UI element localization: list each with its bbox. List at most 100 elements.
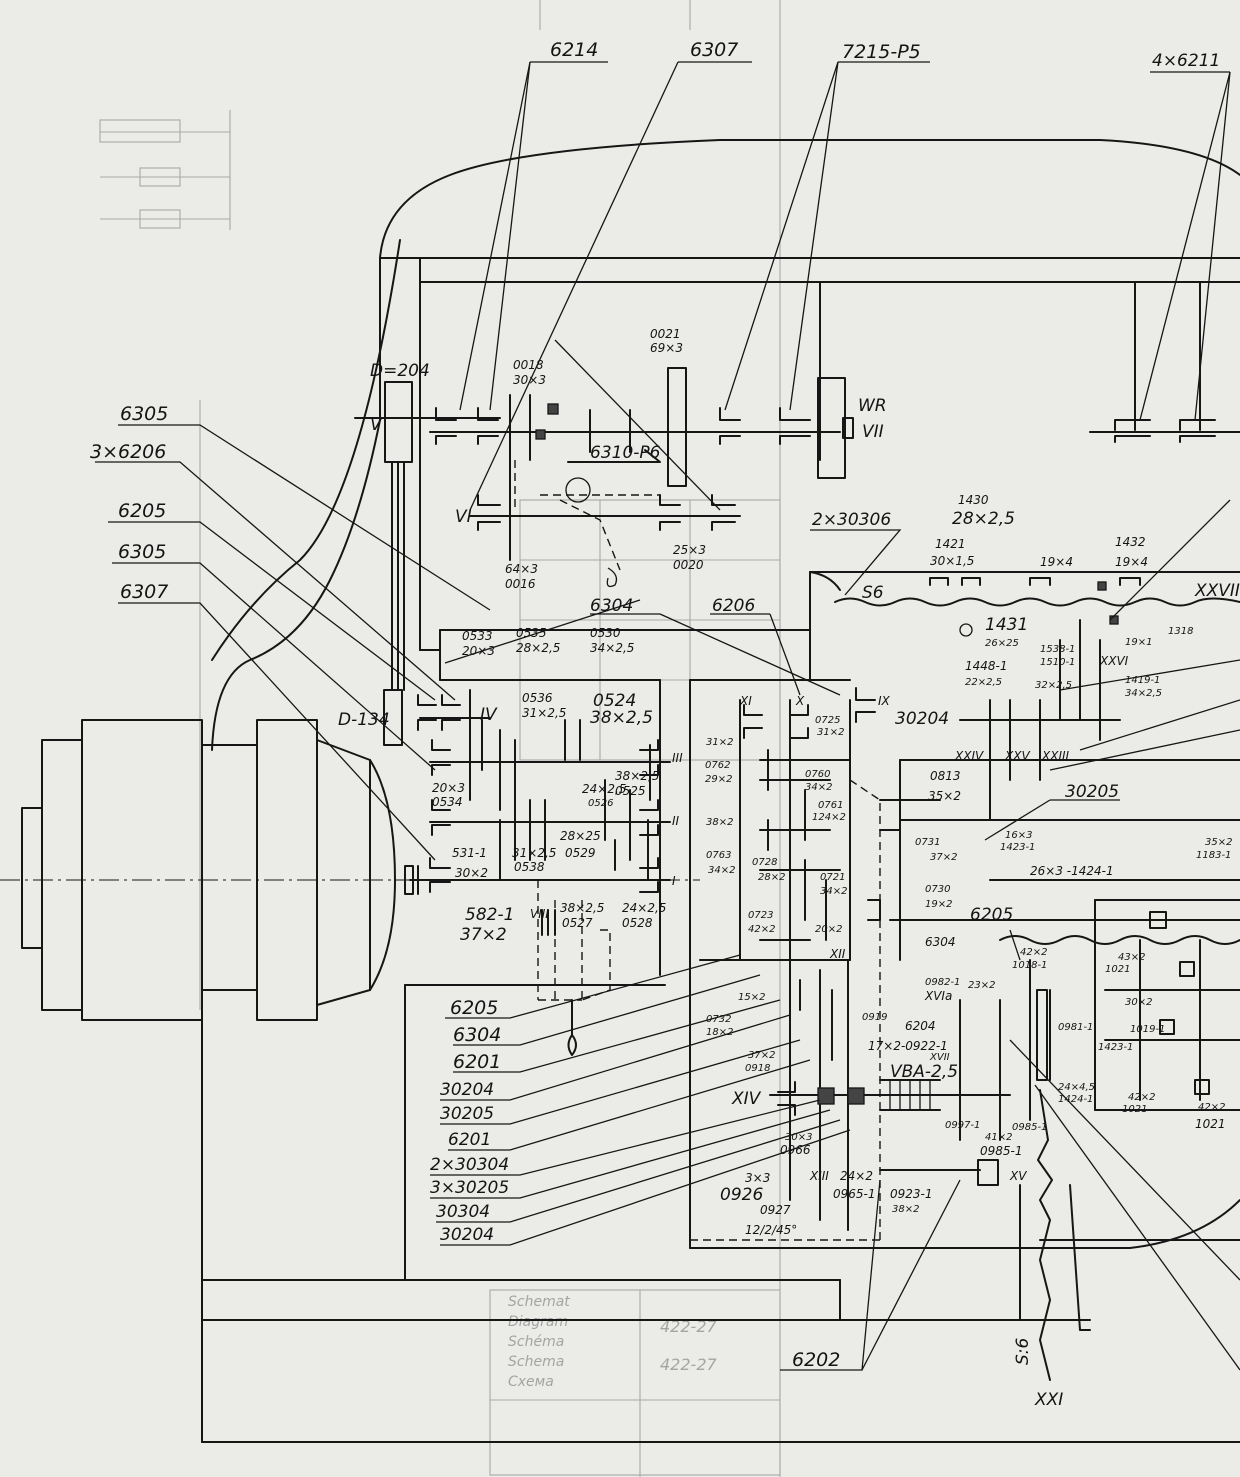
shaft-xv: XV (1009, 1169, 1027, 1183)
shaft-v: V (370, 415, 383, 435)
gear-0533: 0533 (462, 629, 493, 643)
gear-0725-spec: 31×2 (817, 727, 844, 738)
gear-0926: 0926 (720, 1185, 763, 1205)
gear-30x15: 30×1,5 (930, 554, 974, 568)
gear-0535: 0535 (516, 626, 547, 640)
leader-lines (95, 61, 1240, 1371)
bearing-30205: 30205 (1065, 782, 1119, 802)
gear-28x25: 28×25 (560, 829, 601, 843)
gear-1183-1: 1183-1 (1196, 850, 1231, 861)
gear-12-2-45: 12/2/45° (745, 1223, 797, 1237)
gear-1510-1: 1510-1 (1040, 657, 1075, 668)
gear-0536-spec: 31×2,5 (522, 706, 566, 720)
gear-0763-spec: 34×2 (708, 865, 735, 876)
gear-1318: 1318 (1168, 626, 1193, 637)
gear-1538-1: 1538-1 (1040, 644, 1075, 655)
gear-28x25-c: 28×2,5 (952, 509, 1015, 529)
label-6214: 6214 (550, 39, 598, 61)
gear-0760: 0760 (805, 769, 830, 780)
label-3x6206: 3×6206 (90, 441, 166, 463)
spindle-gearbox (404, 689, 671, 1056)
gear-0763: 0763 (706, 850, 731, 861)
gear-37x2-c: 37×2 (930, 852, 957, 863)
gear-0018-spec: 30×3 (513, 373, 546, 387)
gear-0761: 0761 (818, 800, 843, 811)
faint-table-value-1: 422-27 (660, 1317, 717, 1336)
gear-24x25: 24×2,5 (582, 782, 626, 796)
label-wr: WR (858, 396, 887, 416)
gear-0966: 0966 (780, 1143, 811, 1157)
list-30204-b: 30204 (440, 1225, 494, 1245)
gear-0721: 0721 (820, 872, 845, 883)
gear-35x2: 35×2 (928, 789, 961, 803)
gear-0732: 0732 (706, 1014, 731, 1025)
list-2x30304: 2×30304 (430, 1155, 509, 1175)
gear-19x1: 19×1 (1125, 637, 1152, 648)
shaft-i: I (672, 874, 676, 888)
gear-19x2: 19×2 (925, 899, 952, 910)
gear-30x3: 30×3 (785, 1132, 812, 1143)
gear-0530-spec: 34×2,5 (590, 641, 634, 655)
shaft-xxi: XXI (1034, 1390, 1063, 1410)
gear-0020: 0020 (673, 558, 704, 572)
list-3x30205: 3×30205 (430, 1178, 509, 1198)
label-s6-vertical: S:6 (1013, 1337, 1033, 1365)
gear-1421: 1421 (935, 537, 966, 551)
list-6304: 6304 (453, 1024, 501, 1046)
faint-table-row-5: Схема (508, 1374, 554, 1390)
bearing-6304: 6304 (590, 596, 633, 616)
gear-19x4-a: 19×4 (1040, 555, 1073, 569)
label-7215-p5: 7215-P5 (842, 41, 921, 63)
gear-25x3: 25×3 (673, 543, 706, 557)
upper-shafts (429, 367, 854, 588)
gear-0922-1: 17×2-0922-1 (868, 1039, 948, 1053)
gear-38x25-b: 38×2,5 (560, 901, 604, 915)
bearing-6206: 6206 (712, 596, 755, 616)
label-6205-a: 6205 (118, 500, 166, 522)
gear-1021-b: 1021 (1122, 1104, 1147, 1115)
gear-32x25: 32×2,5 (1035, 680, 1072, 691)
shaft-xxv: XXV (1004, 749, 1030, 763)
gear-0919: 0919 (862, 1012, 887, 1023)
shaft-vii: VII (862, 422, 884, 442)
gear-15x2: 15×2 (738, 992, 765, 1003)
gear-1019-1: 1019-1 (1130, 1024, 1165, 1035)
gear-0021: 0021 (650, 327, 681, 341)
shaft-viii: VIII (530, 907, 549, 921)
gear-0731: 0731 (915, 837, 940, 848)
gear-31x2: 31×2 (706, 737, 733, 748)
shaft-xi: XI (739, 694, 752, 708)
machine-housing (201, 139, 1240, 1443)
gear-1448-1: 1448-1 (965, 659, 1008, 673)
gear-35x2-b: 35×2 (1205, 837, 1232, 848)
gear-1430: 1430 (958, 493, 989, 507)
gear-0728: 0728 (752, 857, 777, 868)
bearing-6304-b: 6304 (925, 935, 956, 949)
gear-124x2: 124×2 (812, 812, 846, 823)
gear-1021-c: 1021 (1195, 1117, 1226, 1131)
gear-37x2-b: 37×2 (748, 1050, 775, 1061)
gear-43x2: 43×2 (1118, 952, 1145, 963)
list-6201-b: 6201 (448, 1130, 491, 1150)
gear-1018-1: 1018-1 (1012, 960, 1047, 971)
gear-0016: 0016 (505, 577, 536, 591)
gear-1423-1: 1423-1 (1098, 1042, 1133, 1053)
gear-0527: 0527 (562, 916, 593, 930)
label-6307-a: 6307 (120, 581, 168, 603)
gear-34x2: 34×2 (805, 782, 832, 793)
gear-0721-spec: 34×2 (820, 886, 847, 897)
gear-0725: 0725 (815, 715, 840, 726)
shaft-xxvi: XXVI (1099, 654, 1129, 668)
gear-24x45: 24×4,5 (1058, 1082, 1095, 1093)
gear-26x25: 26×25 (985, 638, 1019, 649)
gear-0723: 0723 (748, 910, 773, 921)
faint-table-row-1: Schemat (508, 1294, 570, 1310)
bearing-6205-b: 6205 (970, 905, 1013, 925)
feed-shafts (834, 419, 1240, 1241)
gear-1432: 1432 (1115, 535, 1146, 549)
gear-0982-1: 0982-1 (925, 977, 960, 988)
list-30204-a: 30204 (440, 1080, 494, 1100)
gear-64x3: 64×3 (505, 562, 538, 576)
shaft-xxiv: XXIV (954, 749, 984, 763)
gear-0534: 0534 (432, 795, 463, 809)
